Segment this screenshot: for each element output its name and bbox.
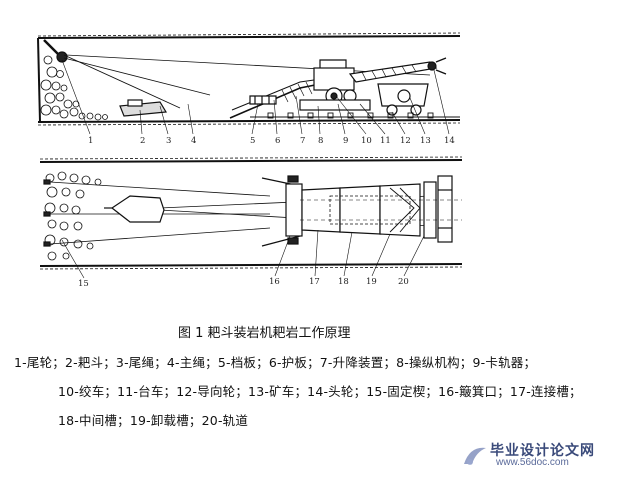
callout-1: 1 (88, 136, 93, 146)
tunnel-floor (37, 119, 461, 123)
watermark-url: www.56doc.com (496, 457, 569, 468)
callout-3: 3 (166, 136, 171, 146)
scraper-bucket (119, 99, 168, 117)
middle-trough (339, 185, 381, 235)
callout-8: 8 (318, 136, 323, 146)
rock-pile (40, 55, 108, 121)
tunnel-roof (37, 35, 461, 39)
legend-line-2: 10-绞车；11-台车；12-导向轮；13-矿车；14-头轮；15-固定楔；16… (58, 384, 582, 399)
callout-9: 9 (343, 136, 348, 146)
side-view-labels: 1 2 3 4 5 6 7 8 9 10 11 12 13 14 (88, 136, 455, 146)
mine-car (377, 83, 429, 116)
winch-unit (299, 59, 371, 111)
plan-bucket (110, 195, 165, 223)
callout-11: 11 (380, 136, 391, 146)
callout-13: 13 (420, 136, 431, 146)
callout-17: 17 (309, 277, 320, 287)
legend-line-1: 1-尾轮；2-耙斗；3-尾绳；4-主绳；5-档板；6-护板；7-升降装置；8-操… (14, 355, 537, 370)
callout-20: 20 (398, 277, 409, 287)
watermark-logo-icon (464, 447, 486, 465)
callout-2: 2 (140, 136, 145, 146)
plan-view-labels: 15 16 17 18 19 20 (78, 277, 409, 289)
legend-line-3: 18-中间槽；19-卸载槽；20-轨道 (58, 413, 249, 428)
callout-5: 5 (250, 136, 255, 146)
watermark: 毕业设计论文网 www.56doc.com (456, 438, 616, 472)
side-view (37, 32, 461, 135)
tail-wheel (43, 39, 68, 63)
callout-12: 12 (400, 136, 411, 146)
callout-7: 7 (300, 136, 305, 146)
rail-track (250, 112, 460, 119)
connecting-trough (301, 187, 341, 233)
callout-4: 4 (191, 136, 196, 146)
callout-16: 16 (269, 277, 280, 287)
callout-10: 10 (361, 136, 372, 146)
diagram-figure: 1 2 3 4 5 6 7 8 9 10 11 12 13 14 (37, 32, 463, 289)
watermark-text: 毕业设计论文网 (490, 443, 595, 459)
plan-wall-bottom (39, 263, 463, 267)
callout-6: 6 (275, 136, 280, 146)
callout-14: 14 (444, 136, 455, 146)
callout-19: 19 (366, 277, 377, 287)
plan-rock-face (44, 171, 102, 261)
tunnel-face (37, 37, 41, 123)
callout-15: 15 (78, 279, 89, 289)
figure-caption: 图 1 耙斗装岩机耙岩工作原理 (178, 326, 351, 341)
plan-view (39, 156, 463, 279)
callout-18: 18 (338, 277, 349, 287)
plan-wall-top (39, 159, 463, 163)
unloading-trough (379, 183, 421, 237)
head-wheel (427, 57, 447, 75)
